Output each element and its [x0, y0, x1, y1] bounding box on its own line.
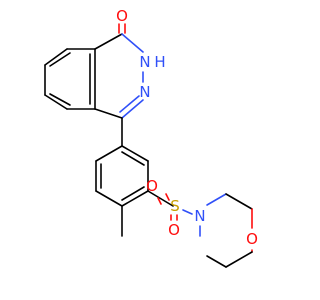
benzo-ring [44, 48, 96, 110]
carbonyl-oxygen-label: O [116, 7, 128, 25]
morpholine-ring [199, 193, 253, 268]
sulfonyl-oxygen-bottom-label: O [168, 221, 180, 239]
amide-hydrogen-label: H [154, 53, 165, 71]
sulfonyl-oxygen-bond [157, 197, 162, 205]
sulfonyl-oxygen-bond [165, 193, 170, 201]
sulfur-nitrogen-bond [182, 209, 193, 215]
molecule-diagram: O N H N S O O N O [44, 7, 258, 268]
morpholine-nitrogen-label: N [194, 207, 205, 225]
aryl-sulfur-bond [147, 190, 174, 207]
pyridazinone-ring [94, 33, 144, 119]
sulfonyl-oxygen-left-label: O [146, 177, 158, 195]
morpholine-oxygen-label: O [246, 230, 258, 248]
tolyl-ring [95, 145, 149, 207]
sulfur-label: S [170, 197, 180, 215]
amide-nitrogen-label: N [139, 53, 150, 71]
imine-nitrogen-label: N [139, 83, 150, 101]
